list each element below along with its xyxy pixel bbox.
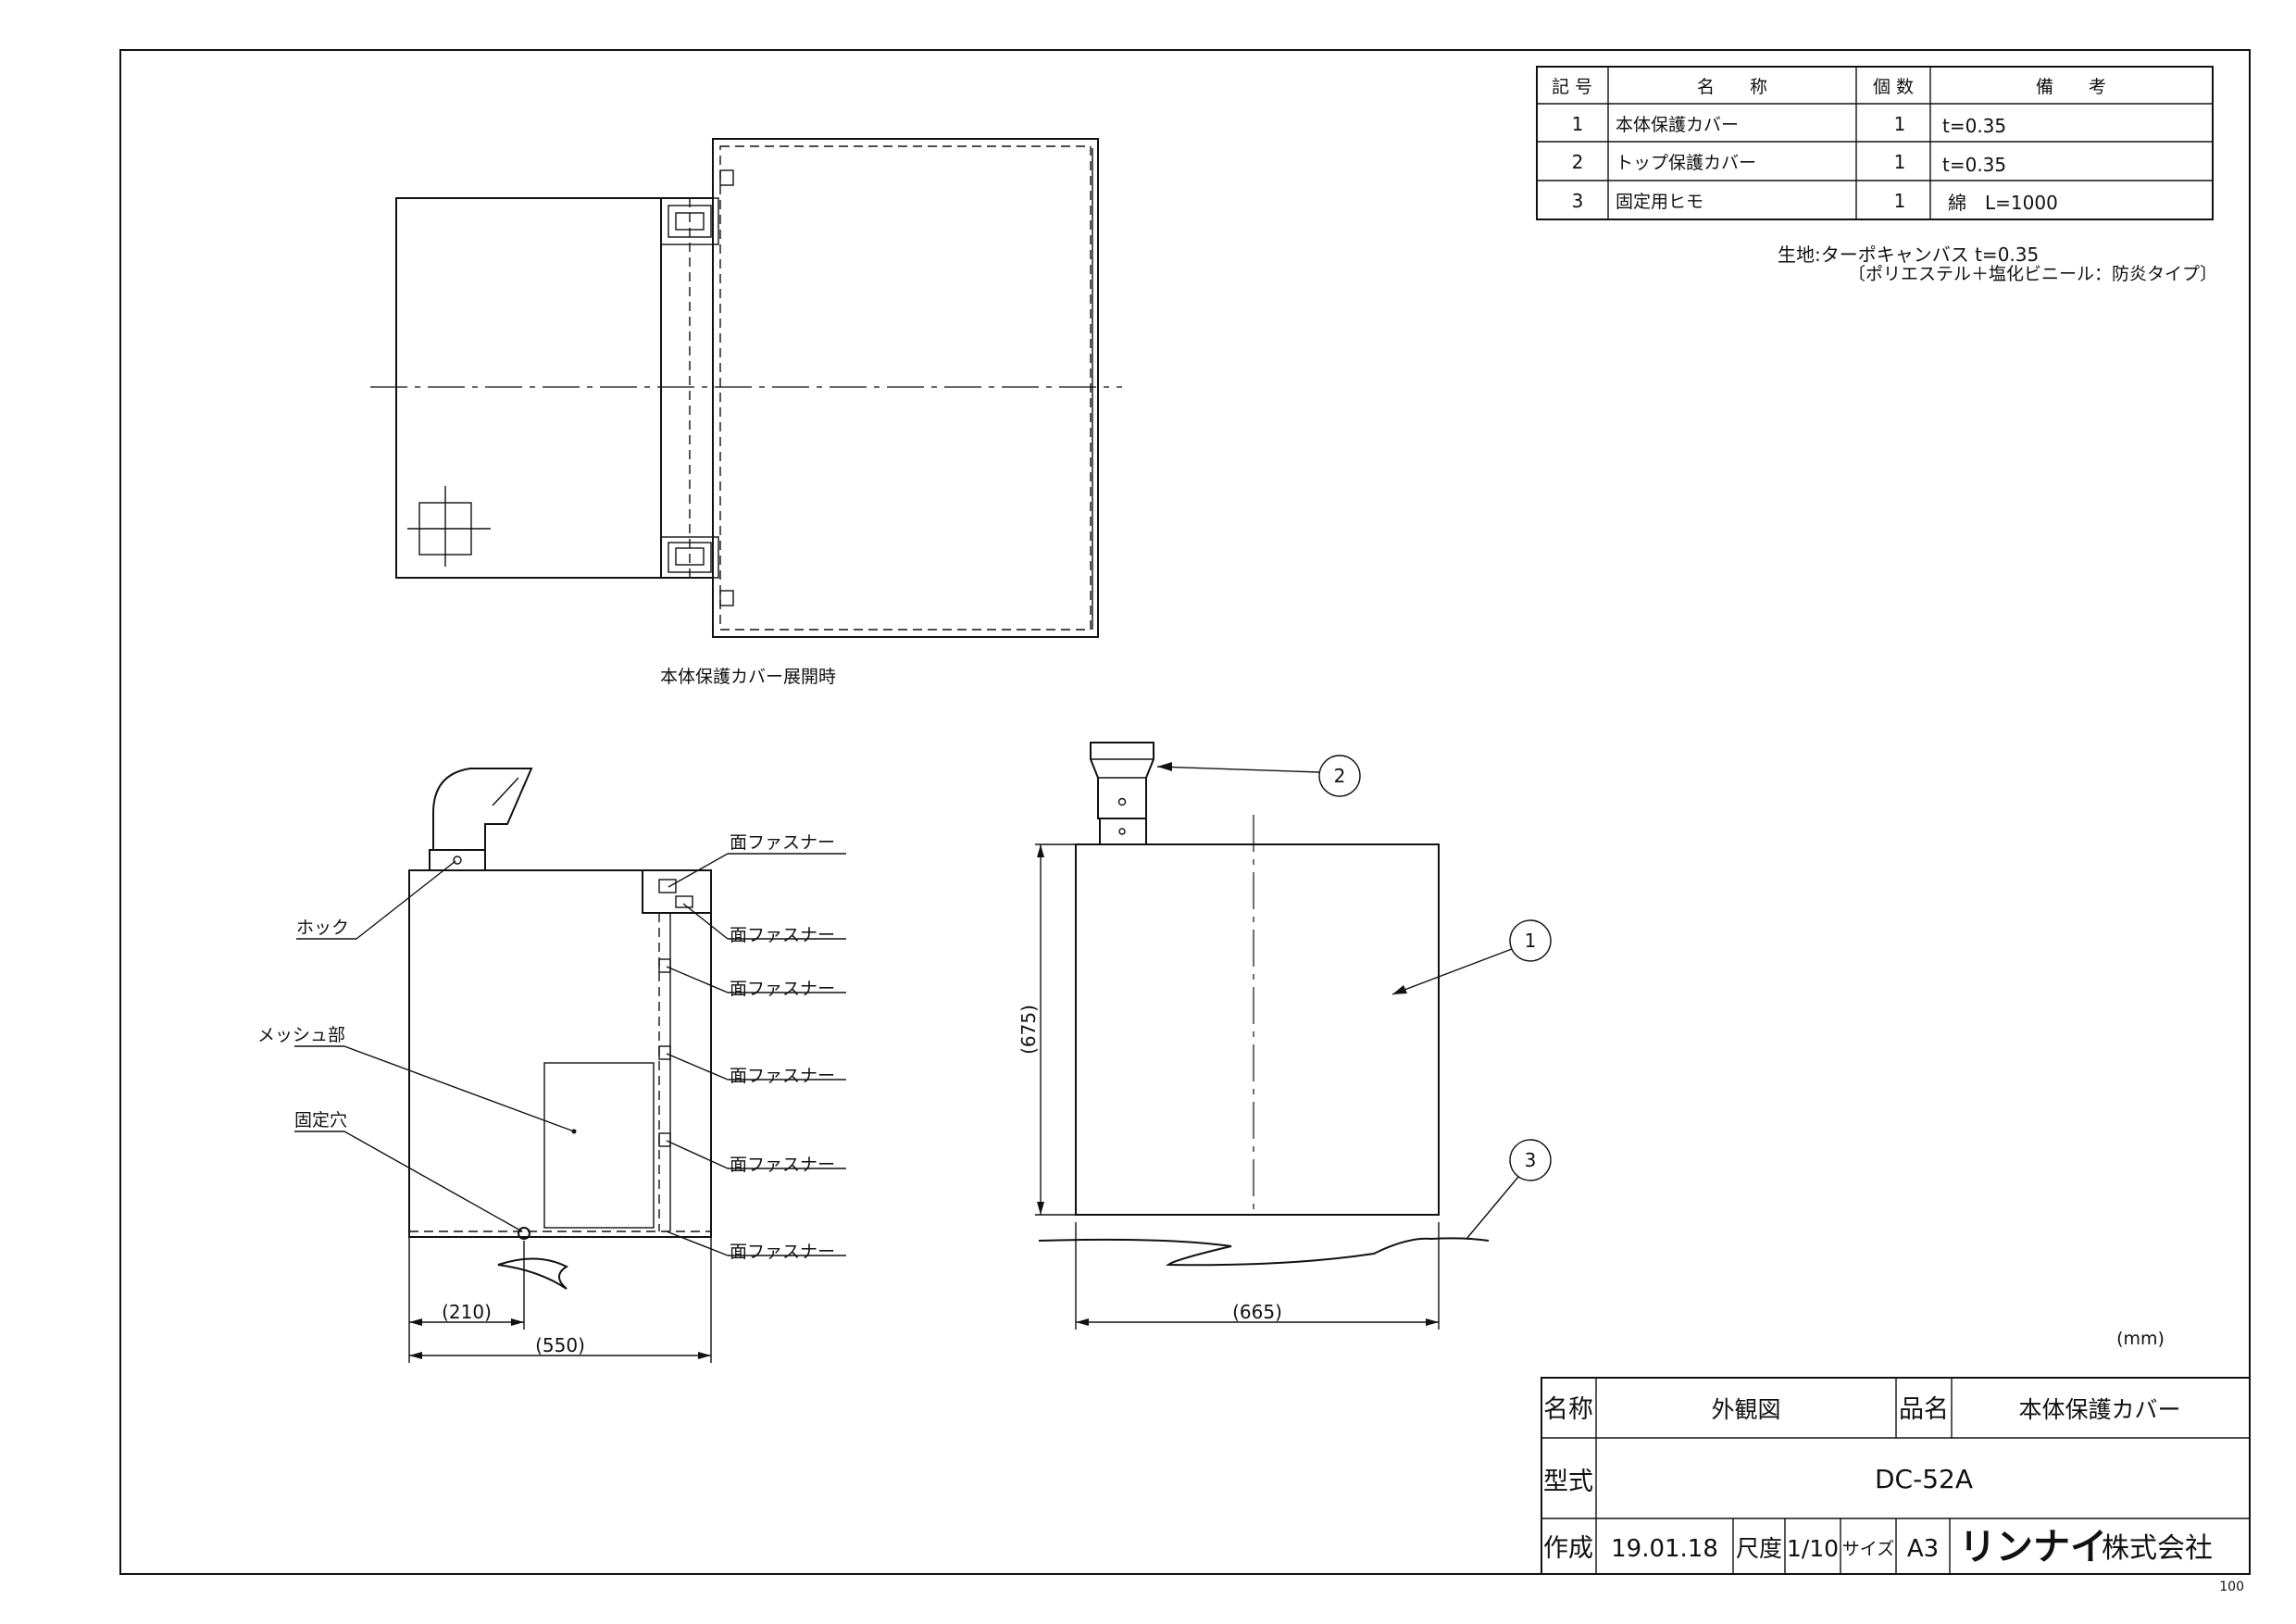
table-row-3-name: 固定用ヒモ [1616, 192, 1703, 212]
dim-675: (675) [1017, 1005, 1040, 1055]
label-hook: ホック [296, 918, 349, 938]
tb-size-value: A3 [1907, 1535, 1939, 1563]
table-row-2-qty: 1 [1894, 151, 1906, 173]
balloon-1-label: 1 [1525, 930, 1537, 952]
balloon-1 [1509, 919, 1552, 962]
balloon-2-label: 2 [1334, 765, 1346, 787]
unfolded-view [370, 138, 1122, 638]
unfolded-caption: 本体保護カバー展開時 [660, 667, 836, 687]
label-fastener-6: 面ファスナー [730, 1242, 835, 1262]
table-header-name: 名 称 [1697, 77, 1767, 97]
label-fastener-2: 面ファスナー [730, 925, 835, 945]
tb-item-value: 本体保護カバー [2018, 1396, 2180, 1423]
table-header-no: 記 号 [1552, 77, 1592, 97]
label-fastener-3: 面ファスナー [730, 979, 835, 999]
balloon-2 [1318, 755, 1361, 797]
table-header-qty: 個 数 [1873, 77, 1914, 97]
table-row-1-note: t=0.35 [1942, 115, 2006, 137]
tb-size-label: サイズ [1842, 1539, 1894, 1559]
sheet-number: 100 [2219, 1580, 2244, 1594]
table-row-2-no: 2 [1572, 151, 1584, 173]
tb-created-label: 作成 [1543, 1534, 1593, 1563]
table-header-note: 備 考 [2036, 77, 2106, 97]
side-view [294, 768, 846, 1363]
table-row-3-note: 綿 L=1000 [1948, 192, 2058, 214]
label-mesh: メッシュ部 [257, 1025, 345, 1045]
sheet-frame [119, 49, 2251, 1575]
tb-model-label: 型式 [1543, 1468, 1593, 1496]
company-brand: リンナイ [1959, 1526, 2107, 1568]
parts-table: 記 号 名 称 個 数 備 考 1 本体保護カバー 1 t=0.35 2 トップ… [1536, 66, 2214, 220]
material-note-line2: 〔ポリエステル＋塩化ビニール：防炎タイプ〕 [1848, 264, 2217, 284]
tb-scale-value: 1/10 [1787, 1535, 1839, 1562]
material-note-line1: 生地:ターポキャンバス t=0.35 [1778, 244, 2039, 266]
label-fastener-1: 面ファスナー [730, 832, 835, 853]
dim-210: (210) [442, 1301, 492, 1323]
table-row-3-qty: 1 [1894, 190, 1906, 212]
table-row-1-name: 本体保護カバー [1616, 115, 1739, 135]
unit-note: (mm) [2116, 1329, 2165, 1349]
table-row-3-no: 3 [1572, 190, 1584, 212]
label-fixing-hole: 固定穴 [294, 1110, 347, 1131]
table-row-2-note: t=0.35 [1942, 154, 2006, 176]
tb-created-value: 19.01.18 [1611, 1535, 1718, 1563]
dim-665: (665) [1232, 1301, 1282, 1323]
tb-model-value: DC-52A [1875, 1464, 1973, 1494]
tb-item-label: 品名 [1899, 1395, 1949, 1424]
title-block [1541, 1377, 2251, 1575]
tb-name-value: 外観図 [1711, 1396, 1780, 1423]
front-view [1035, 742, 1552, 1330]
company-suffix: 株式会社 [2102, 1532, 2213, 1565]
balloon-3-label: 3 [1525, 1149, 1537, 1171]
label-fastener-4: 面ファスナー [730, 1066, 835, 1086]
balloon-3 [1509, 1139, 1552, 1181]
company-logo: リンナイ 株式会社 [1959, 1526, 2213, 1568]
table-row-1-qty: 1 [1894, 113, 1906, 135]
label-fastener-5: 面ファスナー [730, 1155, 835, 1175]
dim-550: (550) [535, 1334, 585, 1356]
table-row-2-name: トップ保護カバー [1616, 153, 1756, 173]
tb-scale-label: 尺度 [1736, 1535, 1782, 1562]
table-row-1-no: 1 [1572, 113, 1584, 135]
tb-name-label: 名称 [1543, 1395, 1593, 1424]
